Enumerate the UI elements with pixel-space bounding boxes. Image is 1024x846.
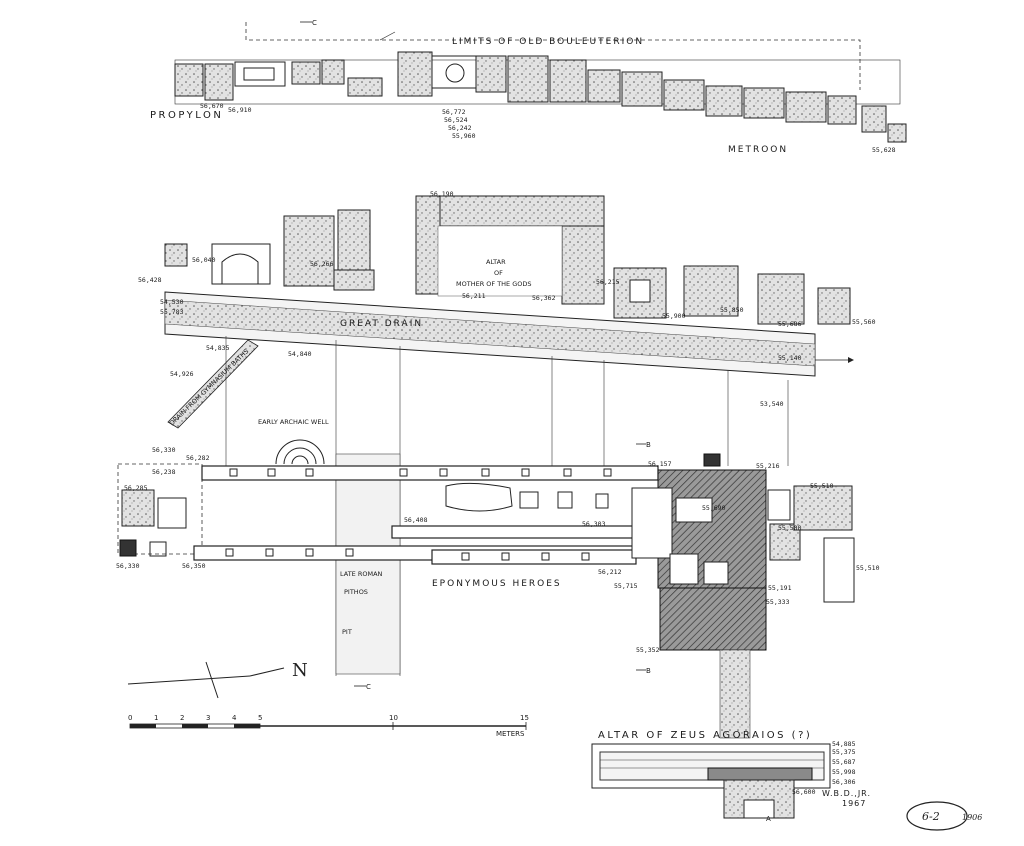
elevation-label: 56,266 — [310, 260, 334, 268]
elevation-label: 56,670 — [200, 102, 224, 110]
elevation-label: 55,333 — [766, 598, 790, 606]
scale-tick: 1 — [154, 714, 158, 722]
scale-bar — [129, 722, 527, 730]
elevation-label: 55,998 — [832, 768, 856, 776]
section-a: A — [766, 815, 771, 823]
elevation-label: 56,238 — [152, 468, 176, 476]
text-labels: LIMITS OF OLD BOULEUTERION PROPYLON METR… — [150, 19, 982, 823]
elevation-label: 56,212 — [598, 568, 622, 576]
elevation-label: 55,191 — [768, 584, 792, 592]
elevation-label: 56,215 — [596, 278, 620, 286]
elevation-label: 56,211 — [462, 292, 486, 300]
label-great-drain: GREAT DRAIN — [340, 319, 423, 329]
great-drain-area — [164, 195, 854, 429]
elevation-label: 55,500 — [778, 524, 802, 532]
elevation-label: 55,560 — [852, 318, 876, 326]
elevation-label: 56,306 — [832, 778, 856, 786]
label-propylon: PROPYLON — [150, 110, 223, 121]
label-altar-3: MOTHER OF THE GODS — [456, 280, 532, 288]
elevation-label: 55,375 — [832, 748, 856, 756]
elevation-label: 55,850 — [720, 306, 744, 314]
scale-tick: 15 — [520, 714, 529, 722]
elevation-label: 56,428 — [138, 276, 162, 284]
scale-labels: 0 1 2 3 4 5 10 15 — [128, 714, 529, 722]
elevation-label: 55,686 — [778, 320, 802, 328]
scale-tick: 4 — [232, 714, 237, 722]
section-c-bottom: C — [366, 683, 371, 691]
elevation-label: 55,510 — [856, 564, 880, 572]
elevation-label: 56,190 — [430, 190, 454, 198]
elevation-labels: 56,670 56,910 56,772 56,524 56,242 55,96… — [116, 102, 896, 796]
scale-tick: 3 — [206, 714, 210, 722]
label-pithos: PITHOS — [344, 588, 368, 596]
elevation-label: 56,910 — [228, 106, 252, 114]
scale-tick: 0 — [128, 714, 132, 722]
sheet-number-oval — [906, 801, 968, 831]
label-signature-year: 1967 — [842, 799, 866, 808]
section-c-top: C — [312, 19, 317, 27]
section-b-top: B — [646, 441, 651, 449]
elevation-label: 56,285 — [124, 484, 148, 492]
label-drain-gymnasium: DRAIN FROM GYMNASIUM BATHS — [168, 347, 251, 427]
elevation-label: 54,835 — [206, 344, 230, 352]
top-strip-walls — [174, 22, 907, 143]
elevation-label: 55,352 — [636, 646, 660, 654]
label-altar-of-zeus: ALTAR OF ZEUS AGORAIOS (?) — [598, 730, 812, 741]
elevation-label: 54,530 — [160, 298, 184, 306]
label-altar-2: OF — [494, 269, 503, 277]
scale-tick: 5 — [258, 714, 262, 722]
elevation-label: 55,140 — [778, 354, 802, 362]
elevation-label: 55,900 — [662, 312, 686, 320]
scale-tick: 10 — [389, 714, 398, 722]
label-eponymous-heroes: EPONYMOUS HEROES — [432, 579, 562, 589]
elevation-label: 55,715 — [614, 582, 638, 590]
label-early-archaic-well: EARLY ARCHAIC WELL — [258, 418, 329, 426]
label-north: N — [292, 660, 308, 681]
elevation-label: 56,350 — [182, 562, 206, 570]
elevation-label: 56,524 — [444, 116, 468, 124]
elevation-label: 54,885 — [832, 740, 856, 748]
elevation-label: 55,687 — [832, 758, 856, 766]
label-pit: PIT — [342, 628, 352, 636]
elevation-label: 55,628 — [872, 146, 896, 154]
elevation-label: 55,216 — [756, 462, 780, 470]
section-markers — [300, 21, 766, 819]
label-signature: W.B.D.,JR. — [822, 789, 871, 798]
elevation-label: 56,408 — [404, 516, 428, 524]
label-limits-bouleuterion: LIMITS OF OLD BOULEUTERION — [452, 37, 644, 47]
elevation-label: 56,772 — [442, 108, 466, 116]
elevation-label: 56,040 — [192, 256, 216, 264]
elevation-label: 56,157 — [648, 460, 672, 468]
elevation-label: 55,960 — [452, 132, 476, 140]
elevation-label: 56,303 — [582, 520, 606, 528]
elevation-label: 56,242 — [448, 124, 472, 132]
label-altar-1: ALTAR — [486, 258, 506, 266]
scale-tick: 2 — [180, 714, 184, 722]
elevation-label: 54,840 — [288, 350, 312, 358]
label-meters: METERS — [496, 730, 525, 738]
north-arrow — [127, 661, 285, 699]
elevation-label: 55,510 — [810, 482, 834, 490]
elevation-label: 55,690 — [702, 504, 726, 512]
label-sheet-extra: 1906 — [962, 813, 982, 822]
section-b-bottom: B — [646, 667, 651, 675]
bouleuterion-limits-line — [245, 22, 861, 90]
label-sheet-number: 6-2 — [922, 810, 940, 823]
elevation-label: 56,362 — [532, 294, 556, 302]
elevation-label: 56,600 — [792, 788, 816, 796]
elevation-label: 56,330 — [152, 446, 176, 454]
label-late-roman: LATE ROMAN — [340, 570, 383, 578]
elevation-label: 55,783 — [160, 308, 184, 316]
label-metroon: METROON — [728, 145, 788, 155]
elevation-label: 54,926 — [170, 370, 194, 378]
eponymous-heroes-monument — [117, 453, 855, 651]
trench-grid — [225, 336, 789, 676]
elevation-label: 56,282 — [186, 454, 210, 462]
altar-of-zeus-structure — [591, 649, 831, 819]
elevation-label: 56,330 — [116, 562, 140, 570]
elevation-label: 53,540 — [760, 400, 784, 408]
